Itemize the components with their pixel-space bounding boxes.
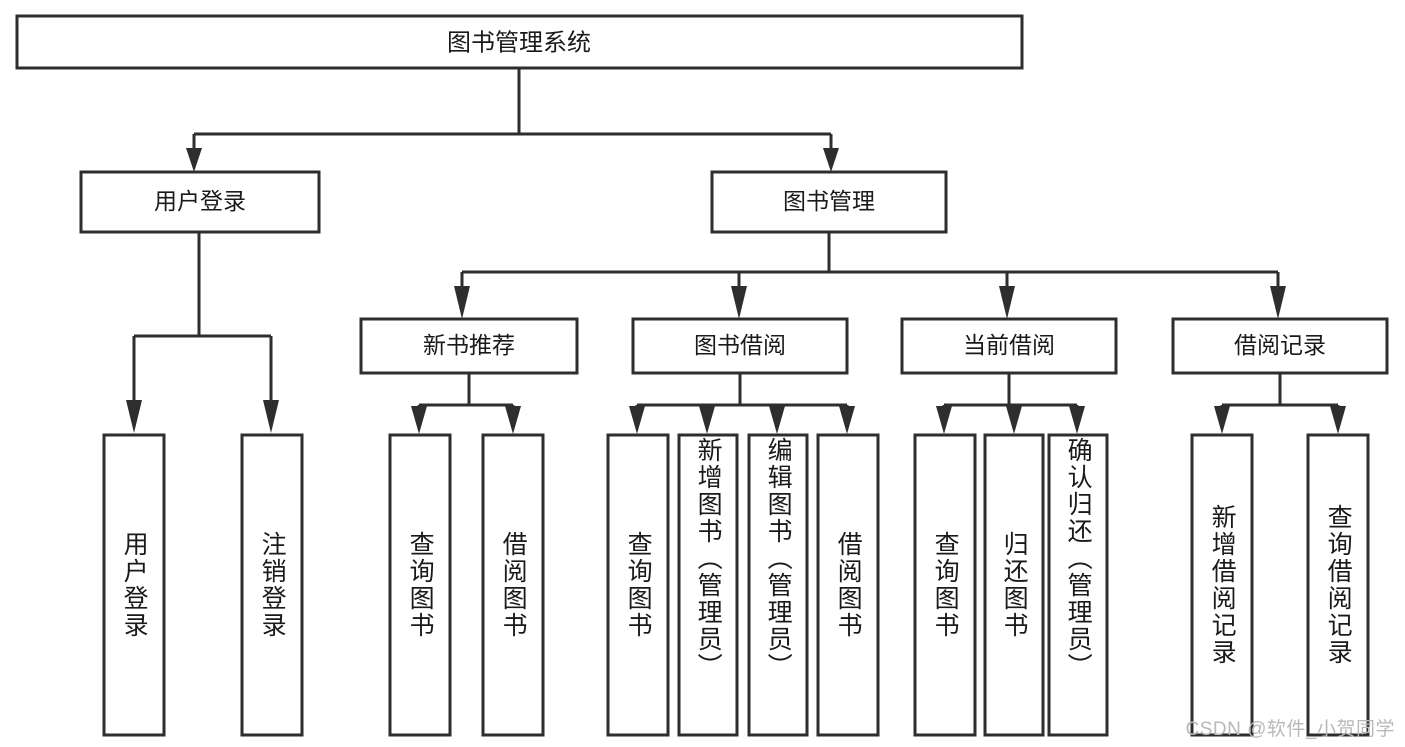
node-leaf-borrow-book-1-box[interactable] <box>481 433 545 737</box>
node-borrow-record-label: 借阅记录 <box>1234 332 1326 358</box>
arrow-head-new-book-recommend <box>454 286 470 319</box>
arrow-head-current-borrow <box>999 286 1015 319</box>
node-leaf-user-login-box[interactable] <box>102 433 166 737</box>
node-borrow-record-box[interactable] <box>1171 317 1389 375</box>
arrow-head-leaf-query-book-3 <box>936 406 952 434</box>
node-leaf-logout-login-box[interactable] <box>240 433 304 737</box>
node-book-borrow-box[interactable] <box>631 317 849 375</box>
node-leaf-confirm-return-box[interactable] <box>1047 433 1109 737</box>
node-leaf-edit-book-box[interactable] <box>747 433 809 737</box>
node-leaf-return-book-box[interactable] <box>983 433 1045 737</box>
arrow-head-leaf-query-book-2 <box>629 406 645 434</box>
node-user-login-label: 用户登录 <box>154 188 246 214</box>
arrow-head-borrow-record <box>1270 286 1286 319</box>
arrow-head-leaf-query-book-1 <box>411 406 427 434</box>
node-current-borrow-label: 当前借阅 <box>963 332 1055 358</box>
arrow-head-leaf-user-login <box>126 400 142 433</box>
node-leaf-add-record-box[interactable] <box>1190 433 1254 737</box>
arrow-head-leaf-return-book <box>1006 406 1022 434</box>
arrow-head-book-management <box>823 148 839 172</box>
node-borrow-record[interactable]: 借阅记录 <box>1171 317 1389 375</box>
arrow-head-book-borrow <box>731 286 747 319</box>
arrow-head-leaf-query-record <box>1330 406 1346 434</box>
node-user-login[interactable]: 用户登录 <box>79 170 321 234</box>
node-new-book-recommend[interactable]: 新书推荐 <box>359 317 579 375</box>
node-new-book-recommend-box[interactable] <box>359 317 579 375</box>
node-leaf-add-book-box[interactable] <box>677 433 739 737</box>
node-book-management-box[interactable] <box>710 170 948 234</box>
node-leaf-query-book-3-box[interactable] <box>913 433 977 737</box>
arrow-head-leaf-add-record <box>1214 406 1230 434</box>
node-leaf-query-book-2-box[interactable] <box>606 433 670 737</box>
arrow-head-user-login <box>186 148 202 172</box>
node-new-book-recommend-label: 新书推荐 <box>423 332 515 358</box>
node-current-borrow-box[interactable] <box>900 317 1118 375</box>
node-book-management[interactable]: 图书管理 <box>710 170 948 234</box>
node-title-label: 图书管理系统 <box>447 29 591 56</box>
node-leaf-query-book-1-box[interactable] <box>388 433 452 737</box>
node-title[interactable]: 图书管理系统 <box>15 14 1024 70</box>
node-book-management-label: 图书管理 <box>783 188 875 214</box>
arrow-head-leaf-confirm-return <box>1069 406 1085 434</box>
arrow-head-leaf-logout-login <box>263 400 279 433</box>
node-leaf-query-record-box[interactable] <box>1306 433 1370 737</box>
node-book-borrow-label: 图书借阅 <box>694 332 786 358</box>
node-current-borrow[interactable]: 当前借阅 <box>900 317 1118 375</box>
node-layer: 图书管理系统 用户登录 图书管理 新书推荐 图书借阅 <box>15 14 1389 737</box>
node-title-box[interactable] <box>15 14 1024 70</box>
node-book-borrow[interactable]: 图书借阅 <box>631 317 849 375</box>
node-user-login-box[interactable] <box>79 170 321 234</box>
arrow-head-leaf-borrow-book-1 <box>505 406 521 434</box>
arrow-head-leaf-add-book <box>699 406 715 434</box>
arrow-head-leaf-edit-book <box>769 406 785 434</box>
watermark-text: CSDN @软件_小贺同学 <box>1185 719 1395 740</box>
arrow-head-leaf-borrow-book-2 <box>839 406 855 434</box>
edge-layer <box>126 68 1346 434</box>
node-leaf-borrow-book-2-box[interactable] <box>816 433 880 737</box>
